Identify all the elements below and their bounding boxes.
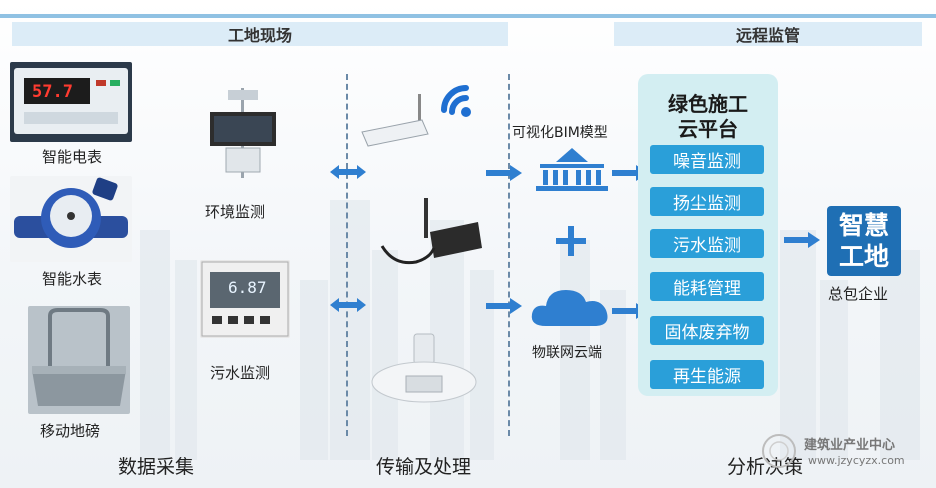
arrow-right-icon	[486, 165, 522, 181]
label-water-meter: 智能水表	[42, 270, 103, 288]
meter-display-value: 57.7	[32, 82, 73, 102]
sewage-display-value: 6.87	[228, 278, 267, 297]
plus-icon	[556, 226, 586, 256]
gprs-module-photo	[374, 196, 484, 276]
scale-photo	[28, 306, 130, 414]
label-sewage-monitor: 污水监测	[210, 364, 271, 382]
environment-monitor-photo	[206, 84, 280, 180]
platform-item-dust: 扬尘监测	[650, 187, 764, 216]
platform-item-renewable: 再生能源	[650, 360, 764, 389]
cloud-icon	[531, 290, 608, 326]
platform-item-energy: 能耗管理	[650, 272, 764, 301]
watermark-name: 建筑业产业中心	[804, 438, 896, 453]
stage-analysis: 分析决策	[727, 456, 804, 478]
label-scale: 移动地磅	[40, 422, 101, 440]
label-general-contractor: 总包企业	[828, 285, 889, 303]
section-remote-title: 远程监管	[735, 26, 800, 45]
smart-site-logo-line2: 工地	[838, 242, 889, 271]
label-smart-meter: 智能电表	[42, 148, 103, 166]
smart-site-logo-line1: 智慧	[838, 211, 889, 240]
section-site-bar: 工地现场	[12, 22, 508, 46]
sewage-monitor-photo: 6.87	[200, 260, 290, 338]
top-accent-line	[0, 14, 936, 18]
platform-title-line2: 云平台	[678, 117, 738, 141]
double-arrow-icon	[330, 298, 366, 312]
label-iot-cloud: 物联网云端	[532, 345, 602, 361]
watermark: 建筑业产业中心 www.jzycyzx.com	[760, 432, 930, 472]
platform-item-solid-waste: 固体废弃物	[650, 316, 764, 345]
arrow-right-icon	[784, 232, 820, 248]
label-environment-monitor: 环境监测	[205, 203, 266, 221]
label-bim-model: 可视化BIM模型	[512, 125, 608, 141]
divider-left	[346, 74, 348, 436]
platform-item-sewage: 污水监测	[650, 229, 764, 258]
building-icon	[536, 148, 608, 191]
watermark-seal-icon	[762, 434, 796, 468]
water-meter-photo	[10, 176, 132, 262]
platform-title-line1: 绿色施工	[668, 92, 748, 116]
platform-item-noise: 噪音监测	[650, 145, 764, 174]
sensor-device-photo	[370, 330, 478, 420]
divider-right	[508, 74, 510, 436]
section-site-title: 工地现场	[227, 26, 292, 45]
smart-site-logo: 智慧 工地	[827, 206, 901, 276]
stage-transmission: 传输及处理	[376, 456, 472, 478]
router-photo	[358, 80, 488, 150]
smart-meter-photo: 57.7	[10, 62, 132, 142]
stage-data-collection: 数据采集	[118, 456, 195, 478]
double-arrow-icon	[330, 165, 366, 179]
watermark-url: www.jzycyzx.com	[808, 454, 905, 467]
section-remote-bar: 远程监管	[614, 22, 922, 46]
arrow-right-icon	[486, 298, 522, 314]
